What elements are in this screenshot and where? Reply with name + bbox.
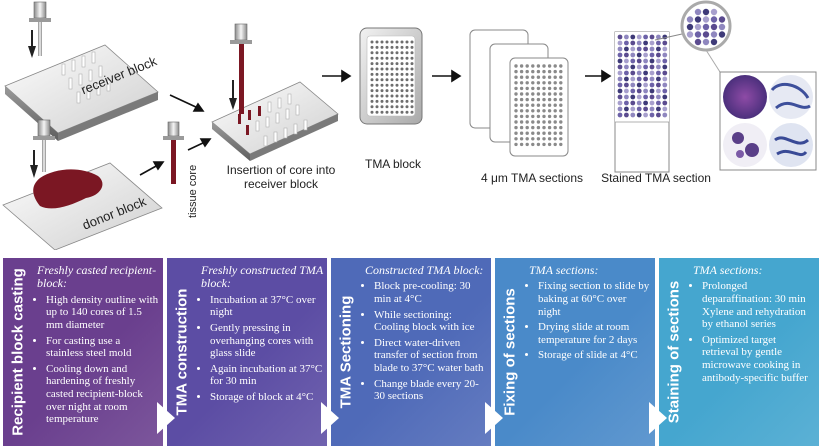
panel-heading: Freshly constructed TMA block: (201, 263, 323, 291)
panel-list-item: For casting use a stainless steel mold (46, 335, 159, 360)
chevron-right-icon (485, 402, 503, 434)
insertion-label: Insertion of core into receiver block (226, 163, 336, 191)
panel-title-text: TMA construction (173, 288, 191, 416)
protocol-panel: Fixing of sections TMA sections: Fixing se… (495, 258, 655, 446)
panel-heading: Constructed TMA block: (365, 263, 484, 277)
stained-section-label: Stained TMA section (601, 171, 711, 185)
protocol-panel: Staining of sections TMA sections: Prolong… (659, 258, 819, 446)
protocol-panel: TMA Sectioning Constructed TMA block: Bloc… (331, 258, 491, 446)
punch-needle-icon (28, 1, 51, 58)
panel-list-item: High density outline with up to 140 core… (46, 294, 159, 332)
panel-list: Prolonged deparaffination: 30 min Xylene… (693, 280, 815, 384)
panel-list-item: Incubation at 37°C over night (210, 294, 323, 319)
tma-sections-label: 4 μm TMA sections (480, 171, 584, 185)
panel-list: Fixing section to slide by baking at 60°… (529, 280, 651, 362)
chevron-right-icon (321, 402, 339, 434)
panel-list-item: Cooling down and hardening of freshly ca… (46, 363, 159, 426)
protocol-panel: TMA construction Freshly constructed TMA … (167, 258, 327, 446)
tissue-core-label: tissue core (187, 164, 199, 218)
donor-block (2, 162, 163, 250)
panel-title-text: TMA Sectioning (337, 295, 355, 409)
panel-list-item: While sectioning: Cooling block with ice (374, 309, 487, 334)
panel-title-text: Staining of sections (665, 280, 683, 424)
chevron-right-icon (649, 402, 667, 434)
panel-list-item: Prolonged deparaffination: 30 min Xylene… (702, 280, 815, 330)
panel-title: Recipient block casting (3, 258, 33, 446)
flow-arrows (139, 69, 612, 176)
panel-title-text: Recipient block casting (9, 268, 27, 436)
protocol-panel: Recipient block casting Freshly casted re… (3, 258, 163, 446)
donor-needle-icon (30, 119, 55, 178)
panel-list-item: Optimized target retrieval by gentle mic… (702, 334, 815, 384)
receiver-block (4, 44, 159, 141)
panel-heading: Freshly casted recipient-block: (37, 263, 157, 291)
panel-content: Constructed TMA block: Block pre-cooling:… (365, 263, 487, 406)
panel-list-item: Storage of slide at 4°C (538, 349, 651, 362)
panel-list: High density outline with up to 140 core… (37, 294, 159, 426)
chevron-right-icon (157, 402, 175, 434)
panel-list-item: Gently pressing in overhanging cores wit… (210, 322, 323, 360)
zoomed-cores-panel (705, 49, 817, 171)
panel-content: TMA sections: Prolonged deparaffination: … (693, 263, 815, 387)
panel-list: Block pre-cooling: 30 min at 4°C While se… (365, 280, 487, 402)
insertion-block (211, 81, 339, 161)
tma-sections-stack (469, 29, 569, 157)
panel-list: Incubation at 37°C over nightGently pres… (201, 294, 323, 404)
tma-block (359, 27, 423, 125)
workflow-illustration (2, 0, 817, 250)
tma-block-label: TMA block (364, 157, 421, 171)
panel-content: TMA sections: Fixing section to slide by … (529, 263, 651, 365)
panel-list-item: Drying slide at room temperature for 2 d… (538, 321, 651, 346)
panel-heading: TMA sections: (693, 263, 763, 277)
panel-content: Freshly constructed TMA block: Incubation… (201, 263, 323, 407)
panel-content: Freshly casted recipient-block: High dens… (37, 263, 159, 429)
panel-list-item: Storage of block at 4°C (210, 391, 323, 404)
panel-list-item: Change blade every 20-30 sections (374, 378, 487, 403)
panel-list-item: Again incubation at 37°C for 30 min (210, 363, 323, 388)
panel-list-item: Block pre-cooling: 30 min at 4°C (374, 280, 487, 305)
insertion-needle-icon (229, 23, 252, 114)
stained-slide (614, 31, 670, 173)
tissue-core-needle-icon (163, 121, 184, 184)
panel-title-text: Fixing of sections (501, 288, 519, 416)
panel-list-item: Fixing section to slide by baking at 60°… (538, 280, 651, 318)
panel-list-item: Direct water-driven transfer of section … (374, 337, 487, 375)
panel-heading: TMA sections: (529, 263, 599, 277)
